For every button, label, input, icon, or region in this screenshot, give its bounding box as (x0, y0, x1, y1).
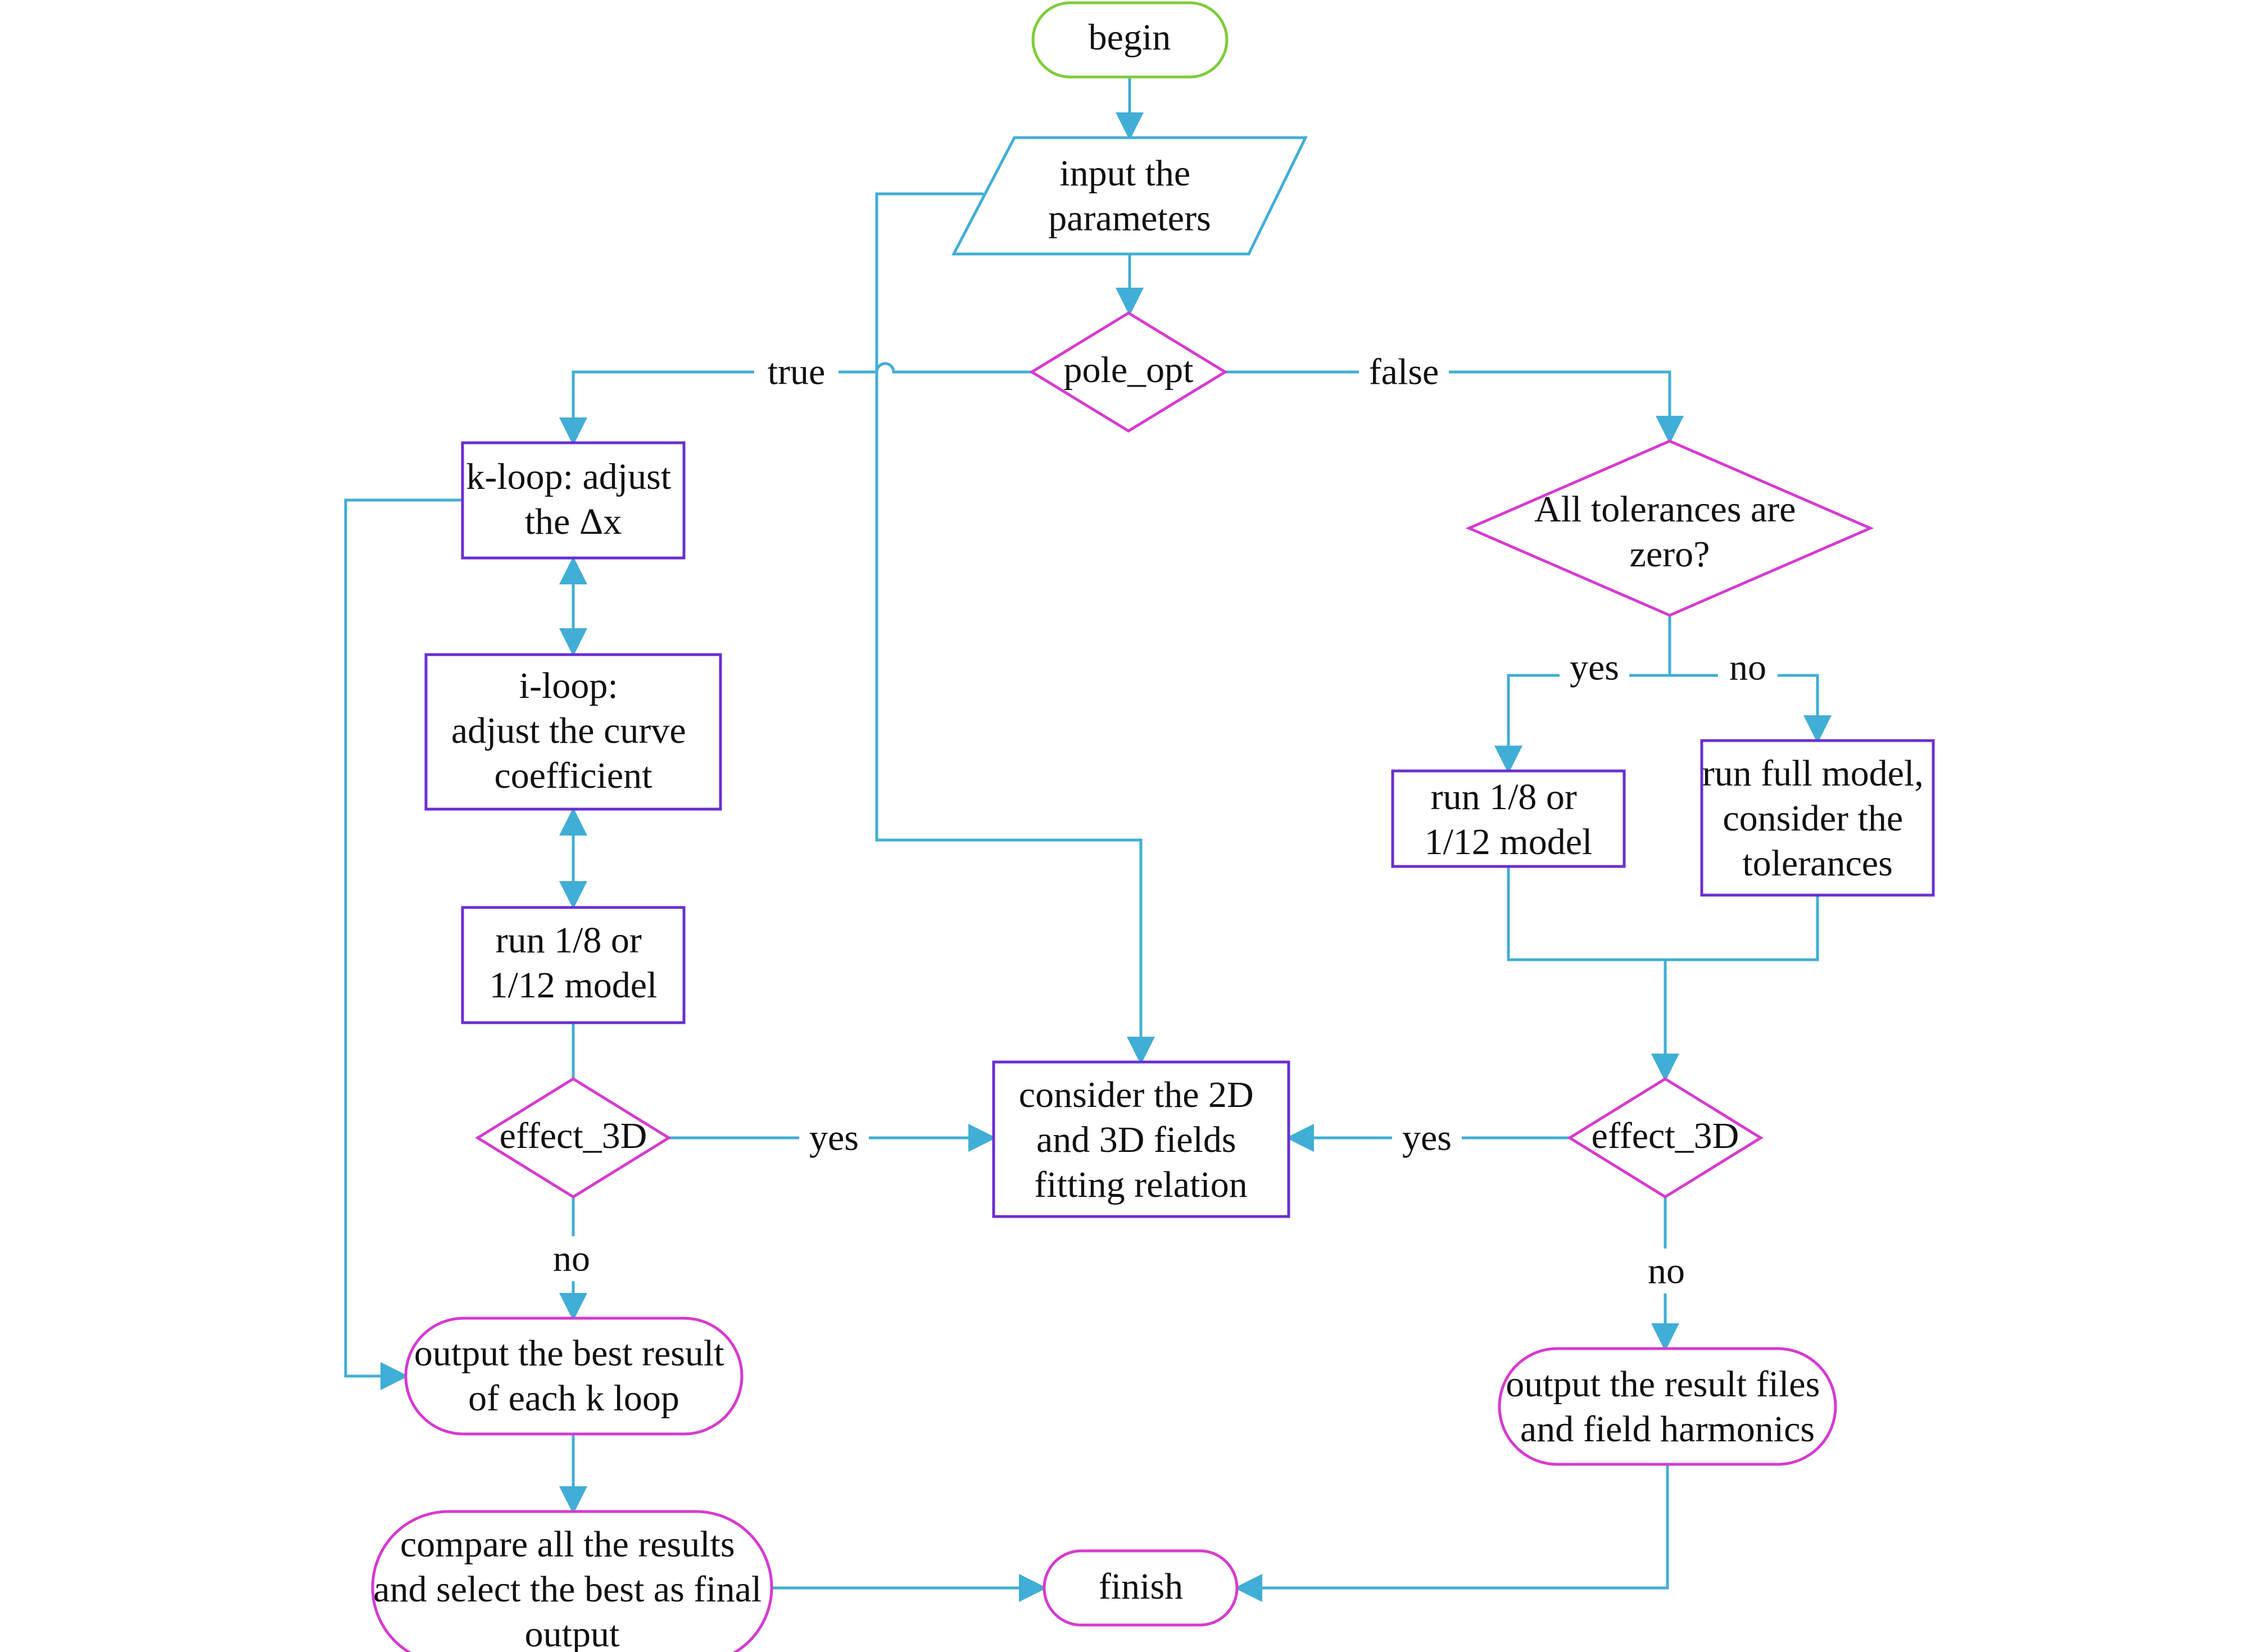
run-full-model-box (1700, 739, 1935, 897)
tolerances-text: All tolerances are zero? (1534, 489, 1805, 575)
label-yes-left: yes (809, 1118, 859, 1159)
run-model-left-box (461, 906, 686, 1024)
output-files-terminal (1498, 1347, 1837, 1466)
tolerances-decision (1465, 439, 1874, 617)
input-parameters-text: input the parameters (1048, 153, 1211, 239)
label-false: false (1369, 352, 1439, 393)
effect-3d-left-text: effect_3D (500, 1115, 647, 1156)
i-loop-box (424, 653, 722, 811)
output-best-terminal (404, 1317, 744, 1436)
connector-input-to-consider (875, 192, 1155, 1065)
run-model-right-box (1391, 769, 1626, 868)
effect-3d-right-decision (1567, 1077, 1764, 1199)
connector-kloop-to-output-best (344, 498, 463, 1390)
connector-merge-to-effect-right (1507, 866, 1819, 1079)
run-model-left-text: run 1/8 or 1/12 model (490, 920, 658, 1006)
effect-3d-right-text: effect_3D (1592, 1115, 1739, 1156)
connectors (344, 77, 1832, 1602)
connector-tolerances-split (1494, 615, 1671, 774)
k-loop-text: k-loop: adjust the Δx (466, 456, 680, 542)
edge-labels: true false yes no yes yes no no (542, 350, 1778, 1294)
compare-results-text: compare all the results and select the b… (373, 1524, 771, 1652)
connector-pole-opt-true-to-kloop (559, 362, 1032, 446)
begin-terminal (1031, 1, 1229, 79)
connector-output-files-to-finish (1234, 1464, 1669, 1602)
i-loop-text: i-loop: adjust the curve coefficient (451, 665, 695, 796)
nodes (371, 1, 1935, 1652)
begin-text: begin (1089, 17, 1171, 58)
effect-3d-left-decision (475, 1077, 672, 1199)
pole-opt-text: pole_opt (1064, 350, 1194, 391)
label-no-right: no (1648, 1251, 1685, 1292)
label-yes-tolerances: yes (1570, 647, 1619, 688)
input-parameters-shape (951, 136, 1308, 256)
finish-text: finish (1099, 1566, 1183, 1607)
k-loop-box (461, 441, 686, 560)
pole-opt-decision (1029, 311, 1228, 433)
output-best-text: output the best result of each k loop (414, 1333, 733, 1419)
run-model-right-text: run 1/8 or 1/12 model (1425, 777, 1593, 863)
label-yes-right: yes (1402, 1118, 1452, 1159)
run-full-model-text: run full model, consider the tolerances (1702, 753, 1933, 884)
compare-results-terminal (371, 1510, 773, 1652)
node-labels: begin input the parameters pole_opt k-lo… (373, 17, 1933, 1652)
finish-terminal (1043, 1549, 1239, 1627)
consider-fields-box (992, 1060, 1290, 1218)
label-no-tolerances: no (1729, 647, 1766, 688)
label-true: true (768, 352, 826, 393)
label-no-left: no (553, 1238, 590, 1279)
output-files-text: output the result files and field harmon… (1506, 1364, 1829, 1450)
consider-fields-text: consider the 2D and 3D fields fitting re… (1019, 1074, 1263, 1205)
